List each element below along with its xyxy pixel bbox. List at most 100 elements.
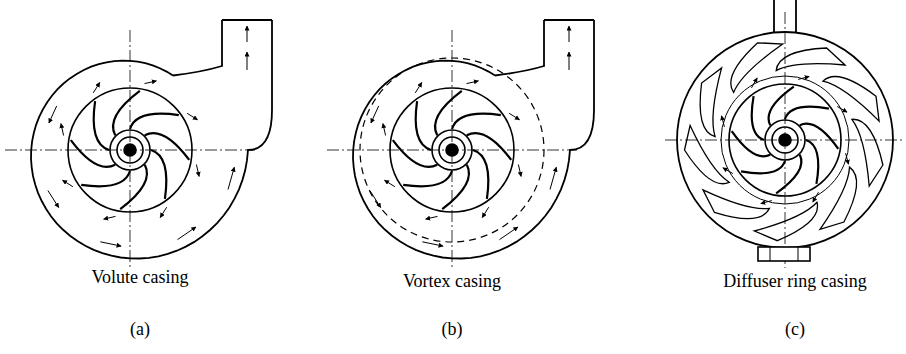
- impeller-blade: [145, 133, 189, 160]
- impeller-blade: [769, 87, 794, 126]
- figure-letter: (a): [130, 320, 150, 340]
- impeller-blade: [403, 171, 452, 186]
- diffuser-vane: [703, 190, 770, 219]
- impeller-shroud: [68, 88, 192, 212]
- flow-arrow: [482, 207, 489, 217]
- discharge-pipe: [795, 0, 797, 33]
- flow-arrow: [61, 124, 64, 136]
- flow-arrow: [187, 113, 197, 120]
- impeller-shroud: [390, 88, 514, 212]
- flow-arrow: [722, 116, 725, 127]
- flow-arrow: [550, 167, 556, 189]
- flow-arrow: [837, 107, 847, 113]
- casing-tongue: [173, 20, 222, 76]
- impeller-blade: [473, 150, 488, 199]
- diffuser-vane: [820, 167, 857, 229]
- impeller-blade: [800, 124, 839, 149]
- discharge-flange: [544, 19, 594, 21]
- flow-arrow: [761, 201, 772, 204]
- flow-arrow: [104, 216, 116, 219]
- flow-arrow: [422, 242, 443, 246]
- volute-casing: [353, 20, 594, 259]
- flow-arrow: [846, 153, 849, 164]
- impeller-blade: [113, 91, 140, 135]
- flow-arrow: [370, 191, 381, 208]
- impeller-blade: [452, 114, 501, 129]
- casing-tongue: [495, 20, 544, 76]
- casing-name: Vortex casing: [403, 272, 501, 292]
- impeller-blade: [120, 165, 147, 209]
- diffuser-vane: [700, 68, 721, 137]
- hub: [772, 127, 798, 153]
- flow-arrow: [93, 83, 100, 93]
- flow-arrow: [813, 192, 819, 202]
- impeller-blade: [732, 131, 771, 156]
- impeller-blade: [435, 91, 462, 135]
- impeller-blade: [442, 165, 469, 209]
- impeller-blade: [467, 133, 511, 160]
- flow-arrow: [49, 106, 57, 123]
- flow-arrow: [509, 113, 519, 120]
- flow-arrow: [160, 207, 167, 217]
- impeller-eye: [765, 120, 805, 160]
- flow-arrow: [145, 81, 157, 84]
- impeller-blade: [416, 101, 431, 150]
- impeller-eye: [110, 130, 150, 170]
- diffuser-vane: [852, 119, 883, 186]
- flow-arrow: [247, 52, 248, 70]
- diffuser-vane: [823, 77, 879, 122]
- impeller-blade: [393, 140, 437, 167]
- flow-arrow: [569, 26, 570, 42]
- impeller-shroud: [729, 84, 841, 196]
- flow-arrow: [371, 106, 379, 123]
- flow-arrow: [798, 77, 809, 80]
- diffuser-vane: [754, 202, 817, 240]
- flow-arrow: [500, 227, 518, 240]
- impeller-blade: [776, 155, 801, 194]
- impeller-blade: [741, 161, 785, 173]
- discharge-flange: [222, 19, 272, 21]
- shaft: [779, 134, 791, 146]
- flow-arrow: [228, 167, 234, 189]
- flow-arrow: [426, 216, 438, 219]
- impeller-eye: [432, 130, 472, 170]
- flow-arrow: [518, 165, 521, 177]
- flow-arrow: [467, 81, 479, 84]
- flow-arrow: [178, 227, 196, 240]
- volute-casing: [31, 20, 272, 259]
- vortex-chamber: [360, 58, 544, 242]
- shaft: [124, 144, 136, 156]
- inlet-flange: [770, 247, 771, 261]
- flow-arrow: [48, 191, 59, 208]
- impeller-ring: [721, 76, 849, 204]
- casing-name: Diffuser ring casing: [723, 272, 867, 292]
- diffuser-vane: [776, 48, 845, 71]
- flow-arrow: [385, 180, 395, 187]
- inlet-flange: [758, 247, 810, 261]
- hub: [439, 137, 465, 163]
- flow-arrow: [63, 180, 73, 187]
- flow-arrow: [196, 165, 199, 177]
- impeller-blade: [130, 114, 179, 129]
- figure-letter: (b): [442, 320, 463, 340]
- impeller-blade: [81, 171, 130, 186]
- flow-arrow: [100, 242, 121, 246]
- impeller-blade: [752, 96, 764, 140]
- flow-arrow: [569, 52, 570, 70]
- flow-arrow: [247, 26, 248, 42]
- impeller-blade: [785, 107, 829, 119]
- flow-arrow: [752, 78, 758, 88]
- flow-arrow: [415, 83, 422, 93]
- figure-letter: (c): [785, 320, 805, 340]
- flow-arrow: [383, 124, 386, 136]
- impeller-blade: [94, 101, 109, 150]
- flow-arrow: [723, 168, 733, 174]
- impeller-blade: [71, 140, 115, 167]
- hub: [117, 137, 143, 163]
- inlet-flange: [798, 247, 799, 261]
- discharge-pipe: [773, 0, 775, 33]
- impeller-blade: [806, 140, 818, 184]
- casing-shell: [677, 32, 893, 248]
- impeller-blade: [151, 150, 166, 199]
